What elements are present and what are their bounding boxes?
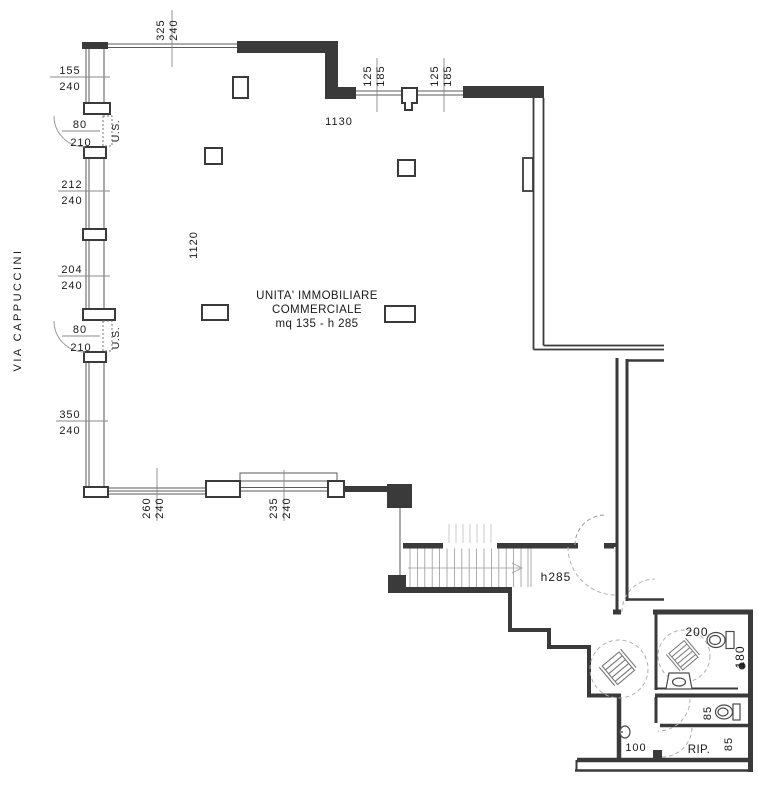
toilet-icon [725, 630, 735, 650]
wc-width-label: 200 [685, 625, 708, 639]
storage-width-label: 85 [723, 737, 735, 751]
stepped-wall [508, 590, 621, 698]
dim-left-window-1-w: 155 [59, 65, 80, 77]
wheelchair-symbols [589, 629, 711, 699]
top-left-pillar [82, 42, 108, 49]
door-arc-2 [53, 320, 86, 353]
dim-top-right-window-1-w: 125 [362, 65, 374, 86]
dim-top-window-h: 240 [168, 19, 180, 40]
dim-bottom-window-2-h: 240 [281, 497, 293, 518]
exit-door-1-label: U.S. [110, 120, 122, 142]
dim-exit-door-2-w: 80 [73, 324, 87, 336]
dim-top-right-window-1-h: 185 [375, 65, 387, 86]
wheelchair-icon [598, 648, 637, 687]
pillars [82, 76, 418, 498]
unit-title-line1: UNITA' IMMOBILIARE [256, 290, 378, 302]
stairs [387, 484, 614, 593]
top-walls [82, 41, 544, 99]
wheelchair-icon [665, 637, 700, 672]
corridor-width-label: 100 [625, 742, 646, 754]
dim-top-window-w: 325 [155, 19, 167, 40]
storage-label: RIP. [688, 744, 710, 756]
dim-exit-door-1-h: 210 [70, 137, 91, 149]
wc2-width-label: 85 [702, 706, 714, 720]
dim-bottom-window-2-w: 235 [268, 497, 280, 518]
dim-left-window-3-w: 204 [61, 264, 82, 276]
hall-height-label: h285 [541, 570, 572, 584]
toilet-icon [732, 703, 741, 721]
door-jamb [653, 750, 662, 761]
door-leaf-1 [102, 115, 113, 147]
exit-door-2-label: U.S. [110, 327, 122, 349]
door-leaf-2 [102, 320, 113, 352]
exit-doors [53, 115, 113, 353]
sink-icon [619, 725, 631, 739]
dim-left-window-2-w: 212 [61, 179, 82, 191]
dim-left-window-3-h: 240 [61, 280, 82, 292]
dim-top-right-window-2-w: 125 [429, 65, 441, 86]
right-wall-notch [522, 157, 534, 192]
dim-exit-door-2-h: 210 [70, 342, 91, 354]
unit-title-line2: COMMERCIALE [272, 304, 362, 316]
right-wall [532, 98, 664, 351]
dim-left-window-4-w: 350 [59, 409, 80, 421]
dimension-lines [50, 10, 445, 521]
door-swing-arcs [567, 546, 693, 758]
door-arc-1 [53, 115, 86, 148]
fixtures [619, 630, 746, 739]
dim-bottom-window-1-w: 260 [141, 497, 153, 518]
drain-icon [738, 662, 746, 670]
dim-top-right-window-2-h: 185 [442, 65, 454, 86]
dim-left-window-4-h: 240 [59, 425, 80, 437]
window-bands [85, 43, 463, 495]
dim-exit-door-1-w: 80 [73, 119, 87, 131]
dim-left-window-1-h: 240 [59, 81, 80, 93]
stair-door-arc [574, 514, 606, 546]
top-column [401, 87, 418, 111]
dim-room-depth: 1120 [188, 231, 200, 259]
shaft-walls [608, 358, 664, 612]
dim-room-width: 1130 [325, 116, 353, 128]
stair-arrow [511, 562, 523, 574]
dim-left-window-2-h: 240 [61, 195, 82, 207]
dim-bottom-window-1-h: 240 [154, 497, 166, 518]
wc-depth-label: 180 [733, 645, 747, 668]
unit-title-line3: mq 135 - h 285 [276, 318, 359, 330]
street-label: VIA CAPPUCCINI [12, 248, 24, 371]
